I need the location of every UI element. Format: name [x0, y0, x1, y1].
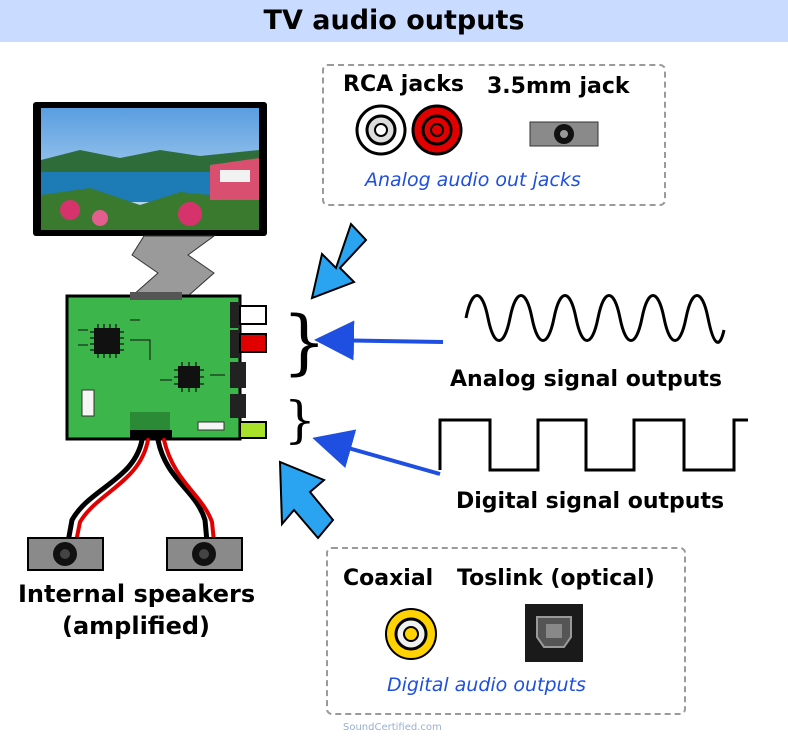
right-speaker-icon [166, 537, 243, 571]
analog-signal-arrow [314, 320, 444, 361]
toslink-label: Toslink (optical) [457, 566, 655, 591]
analog-waveform [464, 294, 726, 344]
coaxial-jack-icon [385, 608, 437, 660]
digital-jacks-pointer-arrow [278, 460, 335, 540]
rca-jacks-label: RCA jacks [343, 72, 464, 97]
analog-jacks-pointer-arrow [310, 222, 368, 300]
credit-text: SoundCertified.com [343, 722, 442, 733]
toslink-jack-icon [525, 604, 583, 662]
digital-signal-label: Digital signal outputs [456, 489, 725, 514]
digital-box-caption: Digital audio outputs [387, 674, 586, 696]
speaker-wires [65, 437, 216, 545]
analog-box-caption: Analog audio out jacks [365, 169, 581, 191]
tv-icon [33, 102, 267, 297]
speakers-label-line1: Internal speakers [18, 580, 256, 608]
title-bar [0, 0, 788, 42]
speakers-label-line2: (amplified) [62, 612, 211, 640]
digital-signal-arrow [312, 429, 441, 476]
jack-35mm-icon [529, 121, 599, 147]
digital-jacks-box [326, 547, 686, 715]
left-speaker-icon [27, 537, 104, 571]
page-title: TV audio outputs [263, 5, 525, 36]
circuit-board [65, 292, 267, 441]
digital-waveform [438, 418, 748, 472]
rca-red-jack-icon [411, 104, 463, 156]
analog-brace: } [282, 301, 327, 383]
jack-35mm-label: 3.5mm jack [487, 74, 630, 99]
analog-signal-label: Analog signal outputs [450, 367, 723, 392]
rca-white-jack-icon [355, 104, 407, 156]
coaxial-label: Coaxial [343, 566, 434, 591]
digital-brace: } [284, 391, 316, 449]
analog-jacks-box [322, 64, 666, 206]
